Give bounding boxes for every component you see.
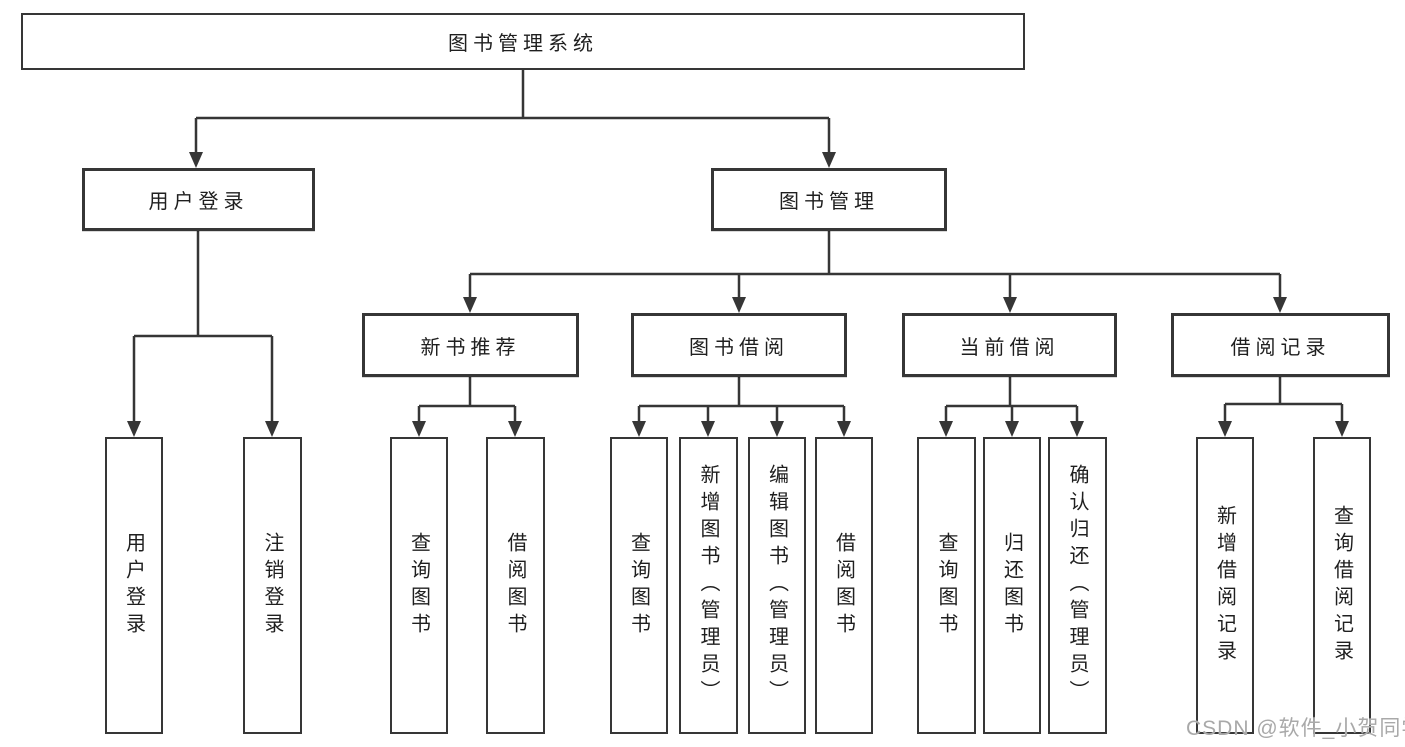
node-label: 查询图书 (935, 531, 957, 640)
leaf-query-borrow-record: 查询借阅记录 (1313, 437, 1371, 734)
node-label: 编辑图书（管理员） (765, 464, 788, 707)
node-label: 新增图书（管理员） (697, 464, 719, 707)
node-current-borrowing: 当前借阅 (902, 313, 1117, 377)
connector-book-management-branch (463, 231, 1287, 313)
node-label: 注销登录 (261, 531, 283, 640)
node-label: 查询借阅记录 (1330, 504, 1353, 667)
node-label: 查询图书 (407, 531, 430, 640)
connector-new-book-branch (412, 377, 522, 437)
leaf-add-borrow-record: 新增借阅记录 (1196, 437, 1254, 734)
leaf-edit-books-admin: 编辑图书（管理员） (748, 437, 806, 734)
node-label: 图书管理系统 (448, 33, 598, 55)
node-label: 用户登录 (148, 191, 249, 213)
leaf-borrow-books-recommend: 借阅图书 (486, 437, 545, 734)
node-user-login: 用户登录 (82, 168, 315, 231)
node-label: 当前借阅 (959, 336, 1060, 359)
leaf-user-login: 用户登录 (105, 437, 163, 734)
connector-current-borrowing-branch (939, 377, 1084, 437)
leaf-add-books-admin: 新增图书（管理员） (679, 437, 738, 734)
node-label: 借阅图书 (832, 531, 855, 640)
node-label: 查询图书 (627, 531, 650, 640)
connector-root-to-level2 (189, 70, 836, 168)
node-book-management: 图书管理 (711, 168, 947, 231)
connector-borrow-records-branch (1218, 377, 1349, 437)
connector-user-login-branch (127, 231, 279, 437)
leaf-confirm-return-admin: 确认归还（管理员） (1048, 437, 1107, 734)
node-label: 借阅图书 (504, 531, 526, 640)
node-label: 图书借阅 (689, 336, 789, 359)
node-label: 借阅记录 (1230, 336, 1331, 359)
watermark: CSDN @软件_小贺同学 (1186, 717, 1405, 740)
node-label: 用户登录 (122, 531, 145, 640)
node-label: 确认归还（管理员） (1066, 464, 1088, 707)
leaf-query-books-recommend: 查询图书 (390, 437, 448, 734)
node-label: 新增借阅记录 (1213, 504, 1236, 667)
node-library-management-system: 图书管理系统 (21, 13, 1025, 70)
node-book-borrowing: 图书借阅 (631, 313, 847, 377)
connector-book-borrowing-branch (632, 377, 851, 437)
leaf-query-books-current: 查询图书 (917, 437, 976, 734)
leaf-query-books-borrowing: 查询图书 (610, 437, 668, 734)
node-label: 新书推荐 (420, 336, 521, 359)
node-borrow-records: 借阅记录 (1171, 313, 1390, 377)
node-new-book-recommendation: 新书推荐 (362, 313, 579, 377)
node-label: 图书管理 (779, 191, 879, 213)
node-label: 归还图书 (1000, 531, 1023, 640)
leaf-borrow-books: 借阅图书 (815, 437, 873, 734)
leaf-return-books: 归还图书 (983, 437, 1041, 734)
leaf-logout: 注销登录 (243, 437, 302, 734)
